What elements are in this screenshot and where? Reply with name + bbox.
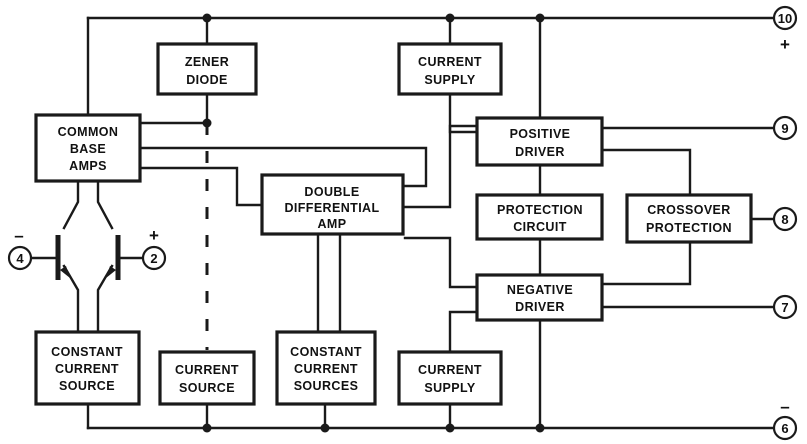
junction-dot <box>202 423 212 433</box>
zener-diode-block: ZENER DIODE <box>156 42 258 96</box>
crossover-protection-label-line1: CROSSOVER <box>647 203 730 217</box>
right-transistor-lower-wire <box>96 264 114 332</box>
common-base-amps-label-line2: BASE <box>70 142 106 156</box>
pin-6: – 6 <box>772 397 798 441</box>
double-differential-amp-label-line1: DOUBLE <box>304 185 359 199</box>
right-transistor-emitter-arrow <box>106 266 116 278</box>
constant-current-source-label-line3: SOURCE <box>59 379 115 393</box>
pin-2-polarity: + <box>149 226 159 245</box>
double-differential-amp-label-line2: DIFFERENTIAL <box>284 201 379 215</box>
pin-6-polarity: – <box>780 397 789 416</box>
pin-2-number: 2 <box>150 251 157 266</box>
pin-9: 9 <box>772 115 798 141</box>
diff-to-negative-driver-wire <box>403 236 477 289</box>
pin-9-number: 9 <box>781 121 788 136</box>
junction-dot <box>202 13 212 23</box>
wiring <box>30 16 776 430</box>
pin-4-number: 4 <box>16 251 24 266</box>
input-transistor-left <box>55 235 70 280</box>
common-base-amps-block: COMMON BASE AMPS <box>34 113 142 183</box>
constant-current-source-label-line1: CONSTANT <box>51 345 123 359</box>
current-supply-top-label-line2: SUPPLY <box>424 73 476 87</box>
pin-4: – 4 <box>7 226 33 271</box>
positive-driver-label-line2: DRIVER <box>515 145 565 159</box>
zener-to-common-base-wire <box>140 94 209 125</box>
constant-current-sources-label-line1: CONSTANT <box>290 345 362 359</box>
junction-dots <box>202 13 545 433</box>
junction-dot <box>535 13 545 23</box>
pin-8-number: 8 <box>781 212 788 227</box>
crossover-protection-label-line2: PROTECTION <box>646 221 732 235</box>
current-supply-top-label-line1: CURRENT <box>418 55 482 69</box>
positive-driver-label-line1: POSITIVE <box>510 127 571 141</box>
pin-10-polarity: + <box>780 35 790 54</box>
current-source-label-line2: SOURCE <box>179 381 235 395</box>
negative-driver-label-line1: NEGATIVE <box>507 283 573 297</box>
current-supply-top-to-driver-wire <box>448 94 477 134</box>
junction-dot <box>445 423 455 433</box>
positive-driver-to-crossover-wire <box>602 148 692 195</box>
junction-dot <box>535 423 545 433</box>
junction-dot <box>320 423 330 433</box>
left-transistor-upper-wire <box>62 181 80 230</box>
negative-driver-block: NEGATIVE DRIVER <box>475 273 604 322</box>
negative-driver-label-line2: DRIVER <box>515 300 565 314</box>
pin-10-number: 10 <box>778 11 792 26</box>
right-transistor-upper-wire <box>96 181 114 230</box>
common-base-amps-label-line1: COMMON <box>58 125 119 139</box>
current-supply-bottom-block: CURRENT SUPPLY <box>397 350 503 406</box>
common-base-to-diff-wire-b <box>140 166 264 207</box>
zener-diode-label-line1: ZENER <box>185 55 229 69</box>
common-base-to-diff-wire-a <box>140 146 428 188</box>
pin-6-number: 6 <box>781 421 788 436</box>
current-supply-bottom-label-line2: SUPPLY <box>424 381 476 395</box>
pin-2: + 2 <box>141 226 167 271</box>
pin-10: 10 + <box>772 5 798 54</box>
constant-current-sources-block: CONSTANT CURRENT SOURCES <box>275 330 377 406</box>
crossover-to-negative-driver-wire <box>602 242 692 286</box>
positive-driver-block: POSITIVE DRIVER <box>475 116 604 167</box>
input-transistor-right <box>106 235 121 280</box>
pin-7-number: 7 <box>781 300 788 315</box>
double-differential-amp-block: DOUBLE DIFFERENTIAL AMP <box>260 173 405 236</box>
junction-dot <box>445 13 455 23</box>
protection-circuit-label-line1: PROTECTION <box>497 203 583 217</box>
junction-dot <box>202 118 212 128</box>
protection-circuit-block: PROTECTION CIRCUIT <box>475 193 604 241</box>
protection-circuit-label-line2: CIRCUIT <box>513 220 567 234</box>
constant-current-source-label-line2: CURRENT <box>55 362 119 376</box>
current-supply-top-block: CURRENT SUPPLY <box>397 42 503 96</box>
pin-7: 7 <box>772 294 798 320</box>
constant-current-source-block: CONSTANT CURRENT SOURCE <box>34 330 141 406</box>
double-differential-amp-label-line3: AMP <box>318 217 347 231</box>
pin-8: 8 <box>772 206 798 232</box>
crossover-protection-block: CROSSOVER PROTECTION <box>625 193 753 244</box>
current-source-block: CURRENT SOURCE <box>158 350 256 406</box>
pin-4-polarity: – <box>14 226 23 245</box>
current-supply-bottom-to-driver-wire <box>448 310 477 352</box>
left-transistor-lower-wire <box>62 264 80 332</box>
common-base-amps-label-line3: AMPS <box>69 159 107 173</box>
current-supply-bottom-label-line1: CURRENT <box>418 363 482 377</box>
current-source-label-line1: CURRENT <box>175 363 239 377</box>
left-transistor-emitter-arrow <box>60 266 70 278</box>
diff-to-positive-driver-wire <box>403 124 477 209</box>
zener-diode-label-line2: DIODE <box>186 73 228 87</box>
constant-current-sources-label-line2: CURRENT <box>294 362 358 376</box>
constant-current-sources-label-line3: SOURCES <box>294 379 359 393</box>
